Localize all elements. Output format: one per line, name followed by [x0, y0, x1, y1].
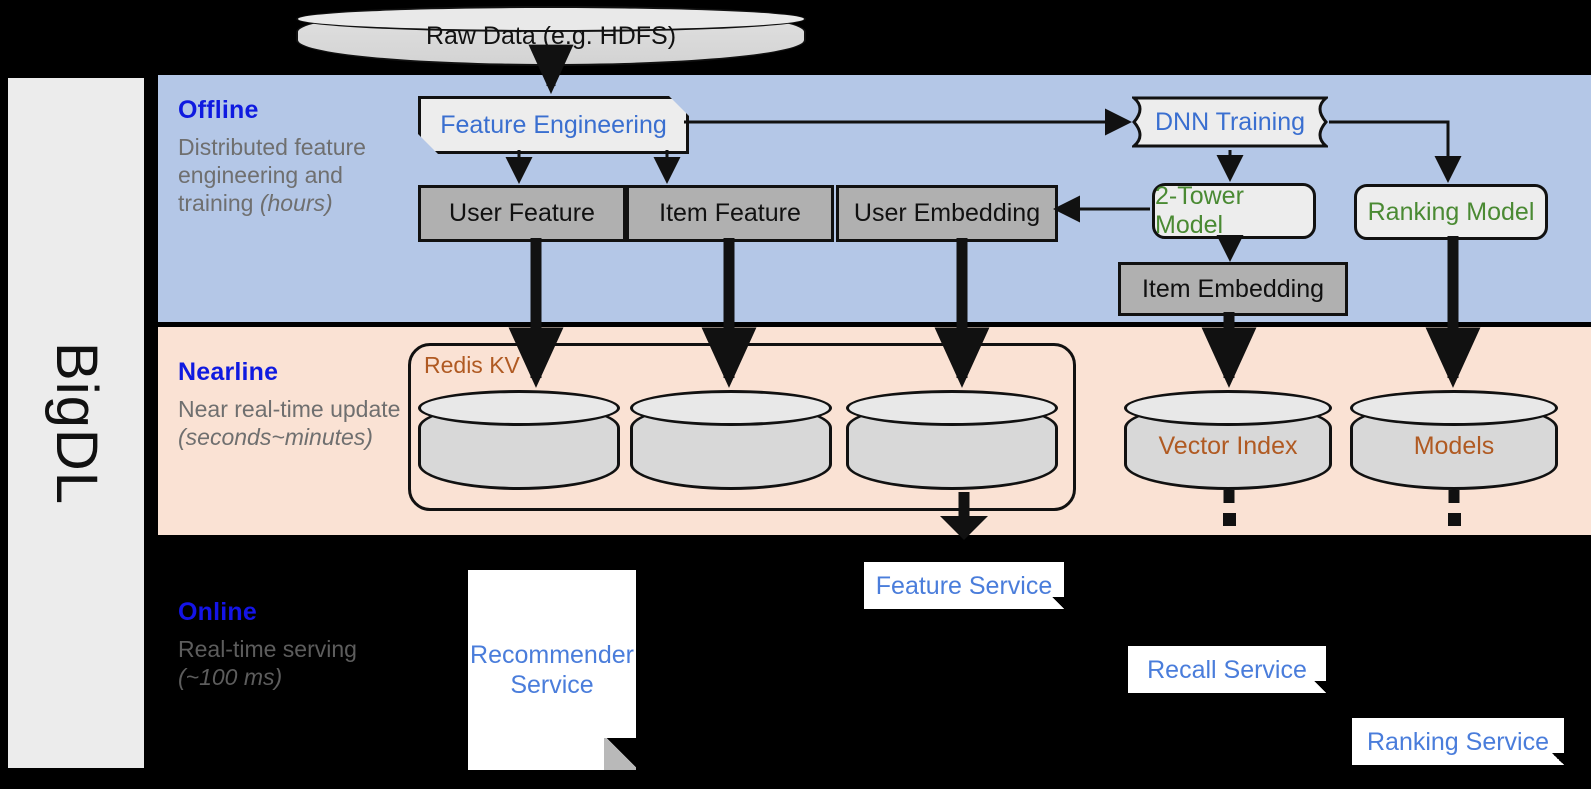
redis-kv-label: Redis KV	[424, 352, 520, 378]
cylinder-lid	[846, 390, 1058, 426]
page-fold-icon	[1314, 681, 1326, 693]
user-feature-store[interactable]: User Feature	[418, 185, 626, 242]
recall-service-label: Recall Service	[1147, 655, 1307, 684]
raw-data-cylinder-lid	[296, 6, 806, 32]
nearline-online-divider	[158, 535, 1591, 540]
cylinder-lid	[418, 390, 620, 426]
cylinder-lid	[1124, 390, 1332, 426]
offline-title: Offline	[178, 96, 259, 124]
ranking-service-node[interactable]: Ranking Service	[1352, 718, 1564, 765]
vector-index-store[interactable]: Vector Index	[1124, 390, 1332, 490]
online-description: Real-time serving (~100 ms)	[178, 636, 357, 691]
raw-data-store: Raw Data (e.g. HDFS)	[296, 6, 806, 66]
offline-description: Distributed feature engineering and trai…	[178, 134, 366, 217]
recall-service-node[interactable]: Recall Service	[1128, 646, 1326, 693]
stage-label-offline: Offline Distributed feature engineering …	[178, 96, 408, 217]
cylinder-lid	[1350, 390, 1558, 426]
page-fold-icon	[1052, 597, 1064, 609]
online-title: Online	[178, 598, 257, 626]
page-fold-icon	[1552, 753, 1564, 765]
ranking-model-node[interactable]: Ranking Model	[1354, 184, 1548, 240]
vector-index-label: Vector Index	[1158, 431, 1298, 460]
redis-cylinder-item-feature[interactable]	[630, 390, 832, 490]
item-embedding-store[interactable]: Item Embedding	[1118, 262, 1348, 316]
raw-data-label: Raw Data (e.g. HDFS)	[425, 21, 677, 50]
stage-label-online: Online Real-time serving (~100 ms)	[178, 598, 408, 691]
feature-engineering-node[interactable]: Feature Engineering	[418, 96, 689, 154]
stage-label-nearline: Nearline Near real-time update (seconds~…	[178, 358, 408, 451]
redis-cylinder-user-feature[interactable]	[418, 390, 620, 490]
page-fold-icon	[604, 738, 636, 770]
bigdl-sidebar: BigDL	[8, 78, 144, 768]
redis-cylinder-user-embedding[interactable]	[846, 390, 1058, 490]
feature-service-label: Feature Service	[875, 571, 1053, 600]
user-embedding-store[interactable]: User Embedding	[836, 185, 1058, 242]
recommender-service-label: Recommender Service	[470, 641, 634, 699]
dnn-training-node[interactable]: DNN Training	[1132, 96, 1328, 148]
models-label: Models	[1413, 431, 1495, 460]
item-feature-store[interactable]: Item Feature	[626, 185, 834, 242]
two-tower-model-node[interactable]: 2-Tower Model	[1152, 182, 1316, 239]
cylinder-lid	[630, 390, 832, 426]
bigdl-label: BigDL	[43, 341, 109, 505]
dnn-training-shape	[1132, 96, 1328, 148]
recommender-service-node[interactable]: Recommender Service	[468, 570, 636, 770]
offline-nearline-divider	[158, 322, 1591, 327]
feature-service-node[interactable]: Feature Service	[864, 562, 1064, 609]
dnn-training-label: DNN Training	[1154, 107, 1306, 136]
nearline-title: Nearline	[178, 358, 279, 386]
ranking-service-label: Ranking Service	[1366, 727, 1550, 756]
models-store[interactable]: Models	[1350, 390, 1558, 490]
nearline-description: Near real-time update (seconds~minutes)	[178, 396, 401, 451]
